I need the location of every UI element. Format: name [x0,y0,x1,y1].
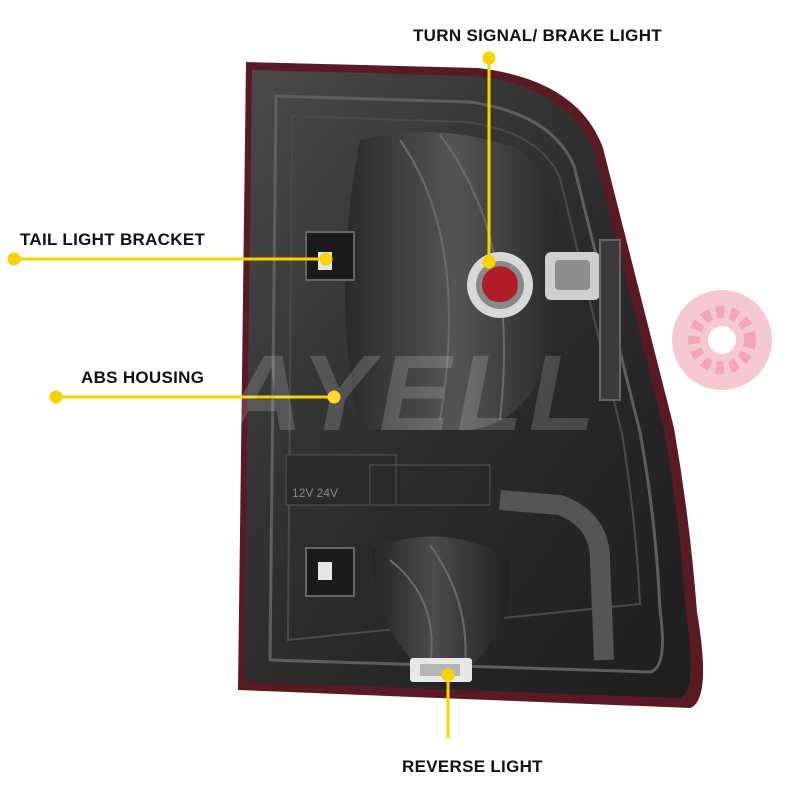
reverse-ridge-1 [389,559,433,666]
turn-signal-dome [345,132,565,430]
callout-lines [7,51,496,738]
callout-dot-bracket-end [319,252,333,266]
label-reverse-light: REVERSE LIGHT [402,757,543,776]
molded-text-plate: 12V 24V [285,454,491,506]
reverse-light-lobe [371,536,511,668]
callout-dot-abs-end [327,390,341,404]
reverse-bulb-socket [410,658,472,682]
label-abs-housing: ABS HOUSING [81,368,205,387]
callout-dot-reverse-top [441,668,455,682]
inner-frame-2 [286,114,642,642]
dome-ridge-1 [399,139,450,421]
label-tail-light-bracket: TAIL LIGHT BRACKET [20,230,206,249]
callout-dot-abs-start [49,390,63,404]
inner-frame [268,94,664,674]
callout-dot-bracket-start [7,252,21,266]
callout-dot-turn-end [482,255,496,269]
watermark-gear-icon [672,290,772,390]
lower-channel [499,490,614,661]
callout-dot-turn-top [482,51,496,65]
lower-bracket [305,547,355,597]
housing-voltage-text: 12V 24V [292,486,338,500]
side-connector [545,239,621,401]
label-turn-signal-brake-light: TURN SIGNAL/ BRAKE LIGHT [413,26,662,45]
brake-bulb-socket [467,252,533,318]
reverse-ridge-2 [429,544,467,666]
